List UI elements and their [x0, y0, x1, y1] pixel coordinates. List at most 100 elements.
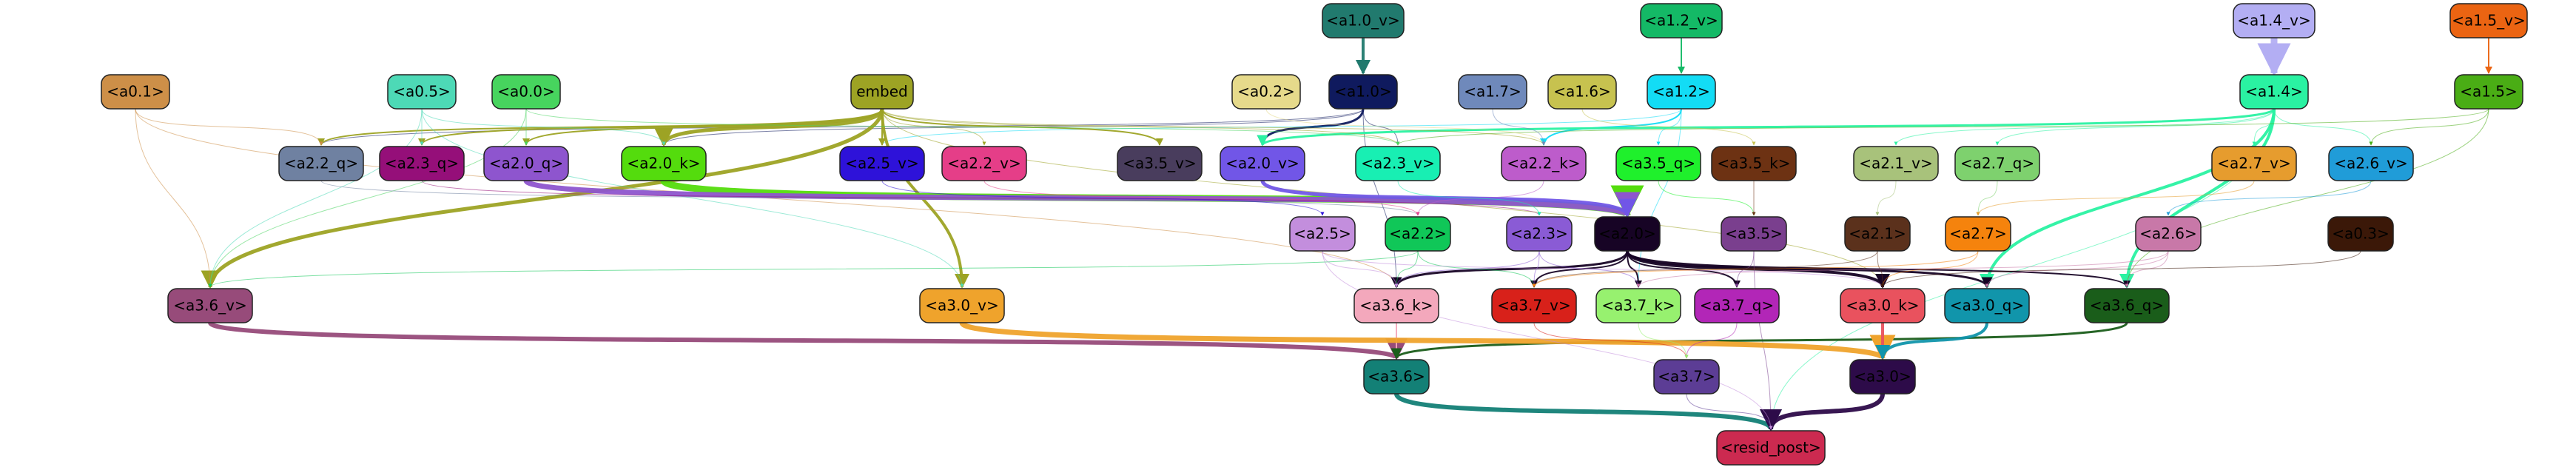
edge-a2_1_v-to-a2_1 — [1875, 180, 1897, 216]
node-label: <a3.6> — [1368, 368, 1425, 386]
nodes-layer: <a1.0_v> <a1.2_v> <a1.4_v> <a1.5_v> <a0.1> <a… — [101, 3, 2528, 466]
edge-a2_7-to-a3_7_v — [1532, 250, 1979, 288]
node-a3-7-q[interactable]: <a3.7_q> — [1694, 288, 1780, 323]
node-a3-6-q[interactable]: <a3.6_q> — [2084, 288, 2170, 323]
node-label: <a3.5> — [1725, 225, 1783, 243]
edge-a0_1-to-a2_2_q — [135, 108, 323, 146]
node-label: embed — [856, 83, 907, 101]
node-a3-5-v[interactable]: <a3.5_v> — [1117, 146, 1203, 181]
node-box — [1353, 288, 1439, 323]
node-a1-0-v[interactable]: <a1.0_v> — [1322, 3, 1405, 38]
node-a1-2-v[interactable]: <a1.2_v> — [1640, 3, 1723, 38]
node-a2-3-q[interactable]: <a2.3_q> — [379, 146, 465, 181]
node-a3-7[interactable]: <a3.7> — [1653, 359, 1720, 395]
edge-a2_6-to-a3_6_q — [2125, 250, 2169, 288]
edge-a0_3-to-a3_0_k — [1880, 250, 2361, 288]
node-a2-3-v[interactable]: <a2.3_v> — [1355, 146, 1441, 181]
node-a3-6-k[interactable]: <a3.6_k> — [1353, 288, 1439, 323]
node-label: <a2.3_q> — [385, 155, 459, 172]
node-a1-5-v[interactable]: <a1.5_v> — [2449, 3, 2528, 38]
node-label: <a3.0_q> — [1950, 297, 2024, 315]
edge-a3_0_q-to-a3_0 — [1875, 322, 1988, 360]
node-label: <a3.6_v> — [173, 297, 246, 315]
node-a2-2-v[interactable]: <a2.2_v> — [941, 146, 1027, 181]
node-a2-6[interactable]: <a2.6> — [2135, 216, 2202, 252]
node-a3-6[interactable]: <a3.6> — [1363, 359, 1430, 395]
node-a1-2[interactable]: <a1.2> — [1647, 74, 1716, 110]
node-a0-5[interactable]: <a0.5> — [387, 74, 457, 110]
node-label: <a3.5_k> — [1717, 155, 1790, 172]
node-a3-5-q[interactable]: <a3.5_q> — [1615, 146, 1701, 181]
node-a2-0-q[interactable]: <a2.0_q> — [483, 146, 569, 181]
node-a3-6-v[interactable]: <a3.6_v> — [167, 288, 253, 323]
node-a2-2[interactable]: <a2.2> — [1385, 216, 1451, 252]
node-a2-7[interactable]: <a2.7> — [1945, 216, 2011, 252]
node-a1-0[interactable]: <a1.0> — [1328, 74, 1398, 110]
node-box — [1711, 146, 1797, 181]
edge-a1_2-to-a2_5_v — [880, 108, 1682, 146]
node-a2-5[interactable]: <a2.5> — [1289, 216, 1356, 252]
node-a3-5-k[interactable]: <a3.5_k> — [1711, 146, 1797, 181]
node-label: <a2.6_v> — [2334, 155, 2407, 172]
node-box — [1694, 288, 1780, 323]
node-a0-0[interactable]: <a0.0> — [491, 74, 561, 110]
node-a0-1[interactable]: <a0.1> — [101, 74, 170, 110]
node-box — [1385, 216, 1451, 252]
node-box — [1615, 146, 1701, 181]
node-label: <a2.1_v> — [1859, 155, 1932, 172]
node-label: <a1.2> — [1652, 83, 1710, 101]
node-a2-0-k[interactable]: <a2.0_k> — [621, 146, 707, 181]
node-a2-0-v[interactable]: <a2.0_v> — [1220, 146, 1305, 181]
node-a3-7-k[interactable]: <a3.7_k> — [1595, 288, 1681, 323]
node-a3-5[interactable]: <a3.5> — [1721, 216, 1787, 252]
node-resid-post[interactable]: <resid_post> — [1716, 430, 1826, 466]
node-label: <a2.0> — [1598, 225, 1656, 243]
node-a1-4[interactable]: <a1.4> — [2239, 74, 2309, 110]
node-a2-7-q[interactable]: <a2.7_q> — [1954, 146, 2040, 181]
node-a2-1-v[interactable]: <a2.1_v> — [1853, 146, 1939, 181]
node-a0-2[interactable]: <a0.2> — [1231, 74, 1301, 110]
edge-a1_4-to-a2_0_v — [1257, 107, 2276, 147]
node-a0-3[interactable]: <a0.3> — [2327, 216, 2394, 252]
edge-a1_5-to-a2_6_v — [2369, 108, 2489, 146]
edge-a2_2_v-to-a2_2 — [983, 180, 1420, 216]
node-a2-0[interactable]: <a2.0> — [1594, 216, 1661, 252]
node-box — [2233, 3, 2316, 38]
edge-a3_7-to-resid_post — [1686, 393, 1773, 430]
node-a3-7-v[interactable]: <a3.7_v> — [1491, 288, 1577, 323]
node-a3-0-k[interactable]: <a3.0_k> — [1840, 288, 1926, 323]
node-a1-7[interactable]: <a1.7> — [1458, 74, 1527, 110]
node-box — [2211, 146, 2297, 181]
edge-a1_0-to-a2_3_v — [1362, 108, 1400, 146]
edge-a2_6_v-to-a2_6 — [2166, 180, 2372, 216]
node-a3-0-v[interactable]: <a3.0_v> — [919, 288, 1005, 323]
edge-embed-to-a3_6_v — [201, 108, 884, 289]
node-a2-2-q[interactable]: <a2.2_q> — [278, 146, 364, 181]
node-a2-3[interactable]: <a2.3> — [1506, 216, 1573, 252]
node-a2-1[interactable]: <a2.1> — [1844, 216, 1911, 252]
node-label: <a1.4> — [2245, 83, 2303, 101]
edge-a3_7_v-to-a3_7 — [1533, 322, 1689, 359]
node-a3-0-q[interactable]: <a3.0_q> — [1944, 288, 2030, 323]
node-box — [2135, 216, 2202, 252]
node-label: <a1.0_v> — [1326, 12, 1399, 30]
node-a2-6-v[interactable]: <a2.6_v> — [2328, 146, 2414, 181]
node-label: <a2.2_k> — [1507, 155, 1580, 172]
node-a1-5[interactable]: <a1.5> — [2454, 74, 2523, 110]
edge-a2_0-to-a3_6_k — [1390, 250, 1629, 289]
edge-a2_0-to-a3_7_q — [1627, 250, 1741, 288]
node-a2-5-v[interactable]: <a2.5_v> — [839, 146, 925, 181]
edge-embed-to-a2_3_v — [881, 108, 1400, 146]
node-a3-0[interactable]: <a3.0> — [1849, 359, 1916, 395]
node-a1-6[interactable]: <a1.6> — [1547, 74, 1617, 110]
node-box — [1594, 216, 1661, 252]
edge-a3_6_v-to-a3_6 — [208, 320, 1407, 360]
node-embed[interactable]: embed — [850, 74, 914, 110]
edge-a3_6-to-resid_post — [1394, 392, 1782, 432]
edge-a2_5-to-resid_post — [1322, 250, 1773, 430]
node-a1-4-v[interactable]: <a1.4_v> — [2233, 3, 2316, 38]
node-a2-2-k[interactable]: <a2.2_k> — [1501, 146, 1587, 181]
edge-a2_0_v-to-a2_0 — [1260, 179, 1637, 218]
node-a2-7-v[interactable]: <a2.7_v> — [2211, 146, 2297, 181]
